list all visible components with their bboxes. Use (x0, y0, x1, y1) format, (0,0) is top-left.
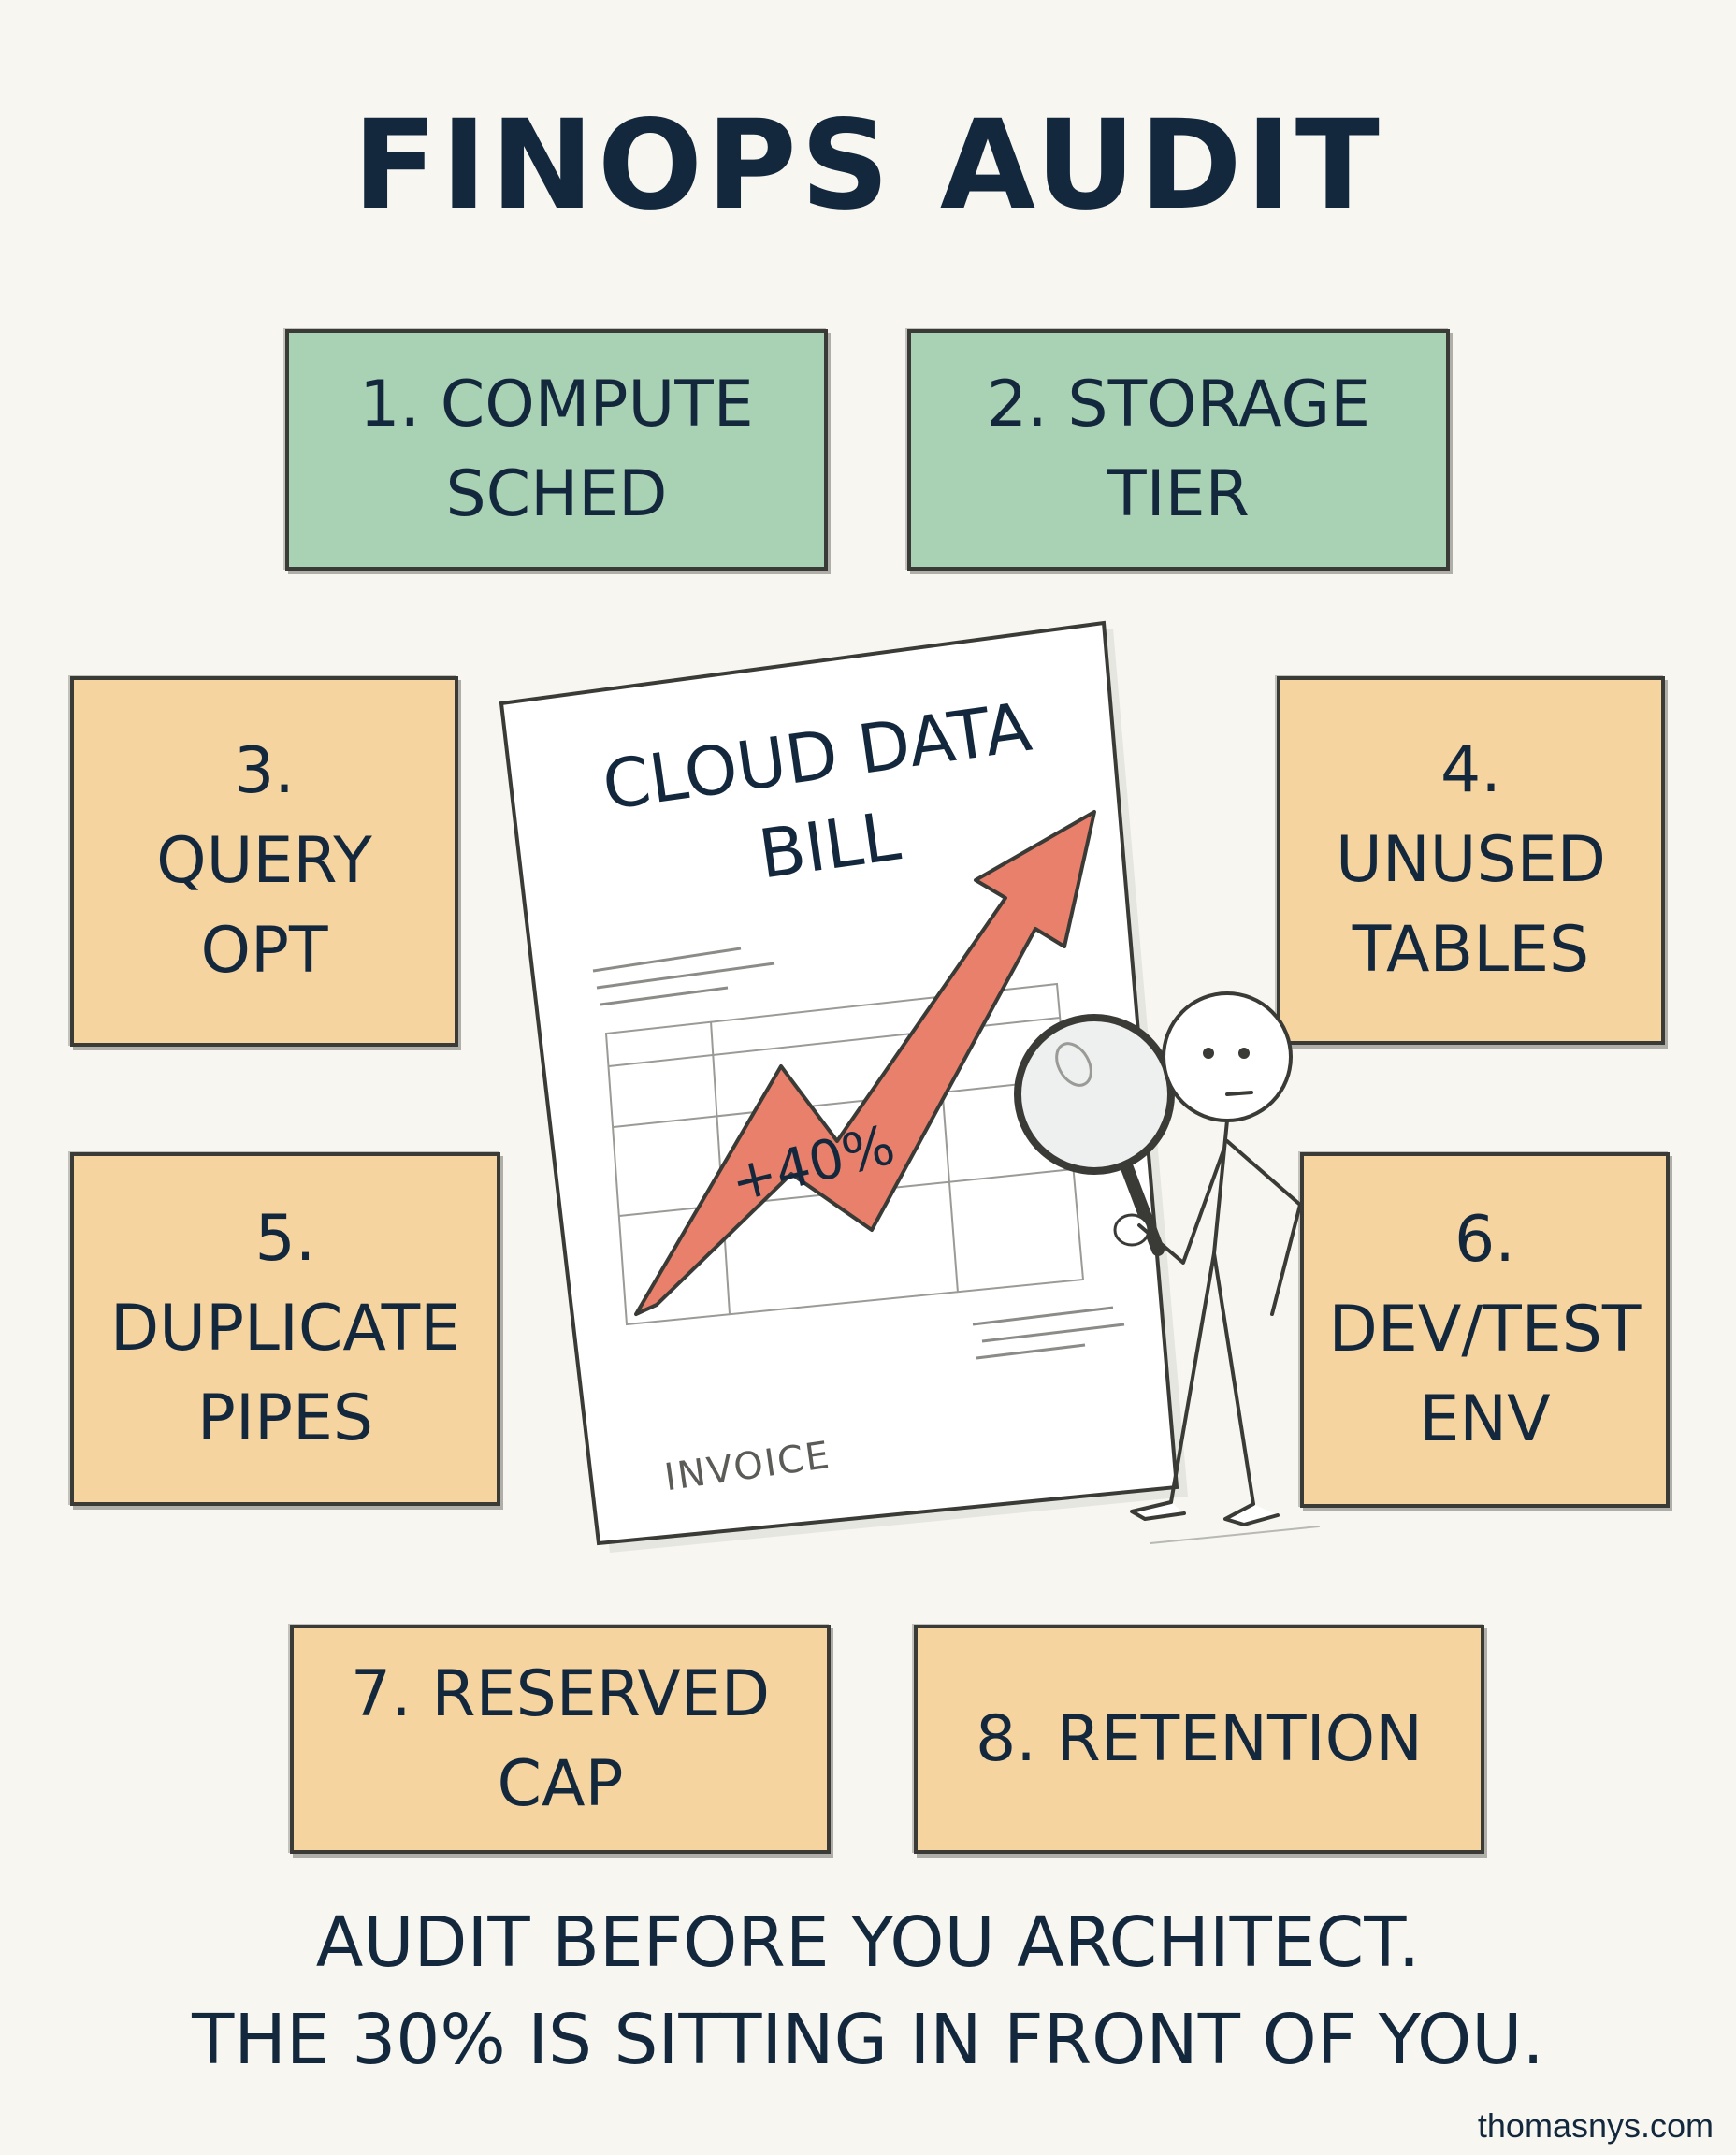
item-4-line1: UNUSED (1336, 823, 1606, 897)
page-title: FINOPS AUDIT (353, 94, 1383, 238)
text-lines (592, 947, 1125, 1360)
item-6-line2: ENV (1419, 1382, 1551, 1456)
item-1-line2: SCHED (445, 457, 668, 531)
item-5-num: 5. (254, 1202, 316, 1276)
footer-line2: THE 30% IS SITTING IN FRONT OF YOU. (192, 2000, 1544, 2080)
item-6-num: 6. (1454, 1203, 1515, 1277)
item-duplicate-pipes: 5. DUPLICATE PIPES (70, 1152, 500, 1506)
item-unused-tables: 4. UNUSED TABLES (1277, 676, 1665, 1045)
item-3-line2: OPT (200, 914, 328, 988)
item-8-line1: 8. RETENTION (975, 1701, 1424, 1776)
item-4-num: 4. (1440, 733, 1501, 807)
item-dev-test-env: 6. DEV/TEST ENV (1300, 1152, 1670, 1508)
stick-figure-icon (1130, 991, 1320, 1544)
footer-line1: AUDIT BEFORE YOU ARCHITECT. (315, 1902, 1421, 1983)
item-5-line2: PIPES (196, 1381, 374, 1455)
item-7-line2: CAP (497, 1746, 624, 1821)
invoice-paper (499, 620, 1188, 1553)
item-2-line1: 2. STORAGE (986, 368, 1371, 441)
site-credit: thomasnys.com (1477, 2106, 1714, 2145)
item-3-num: 3. (234, 734, 295, 808)
item-reserved-cap: 7. RESERVED CAP (290, 1625, 831, 1854)
item-4-line2: TABLES (1352, 913, 1590, 987)
item-1-line1: 1. COMPUTE (359, 368, 754, 441)
item-storage-tier: 2. STORAGE TIER (907, 329, 1450, 571)
item-retention: 8. RETENTION (914, 1625, 1484, 1854)
upward-arrow-icon (634, 810, 1096, 1316)
item-3-line1: QUERY (156, 824, 372, 898)
item-6-line1: DEV/TEST (1328, 1293, 1642, 1367)
footer-tagline: AUDIT BEFORE YOU ARCHITECT. THE 30% IS S… (0, 1894, 1736, 2089)
bill-illustration (499, 620, 1320, 1553)
item-compute-sched: 1. COMPUTE SCHED (285, 329, 828, 571)
item-2-line2: TIER (1107, 457, 1250, 531)
item-7-line1: 7. RESERVED (350, 1656, 771, 1731)
item-query-opt: 3. QUERY OPT (70, 676, 458, 1047)
item-5-line1: DUPLICATE (109, 1292, 461, 1366)
